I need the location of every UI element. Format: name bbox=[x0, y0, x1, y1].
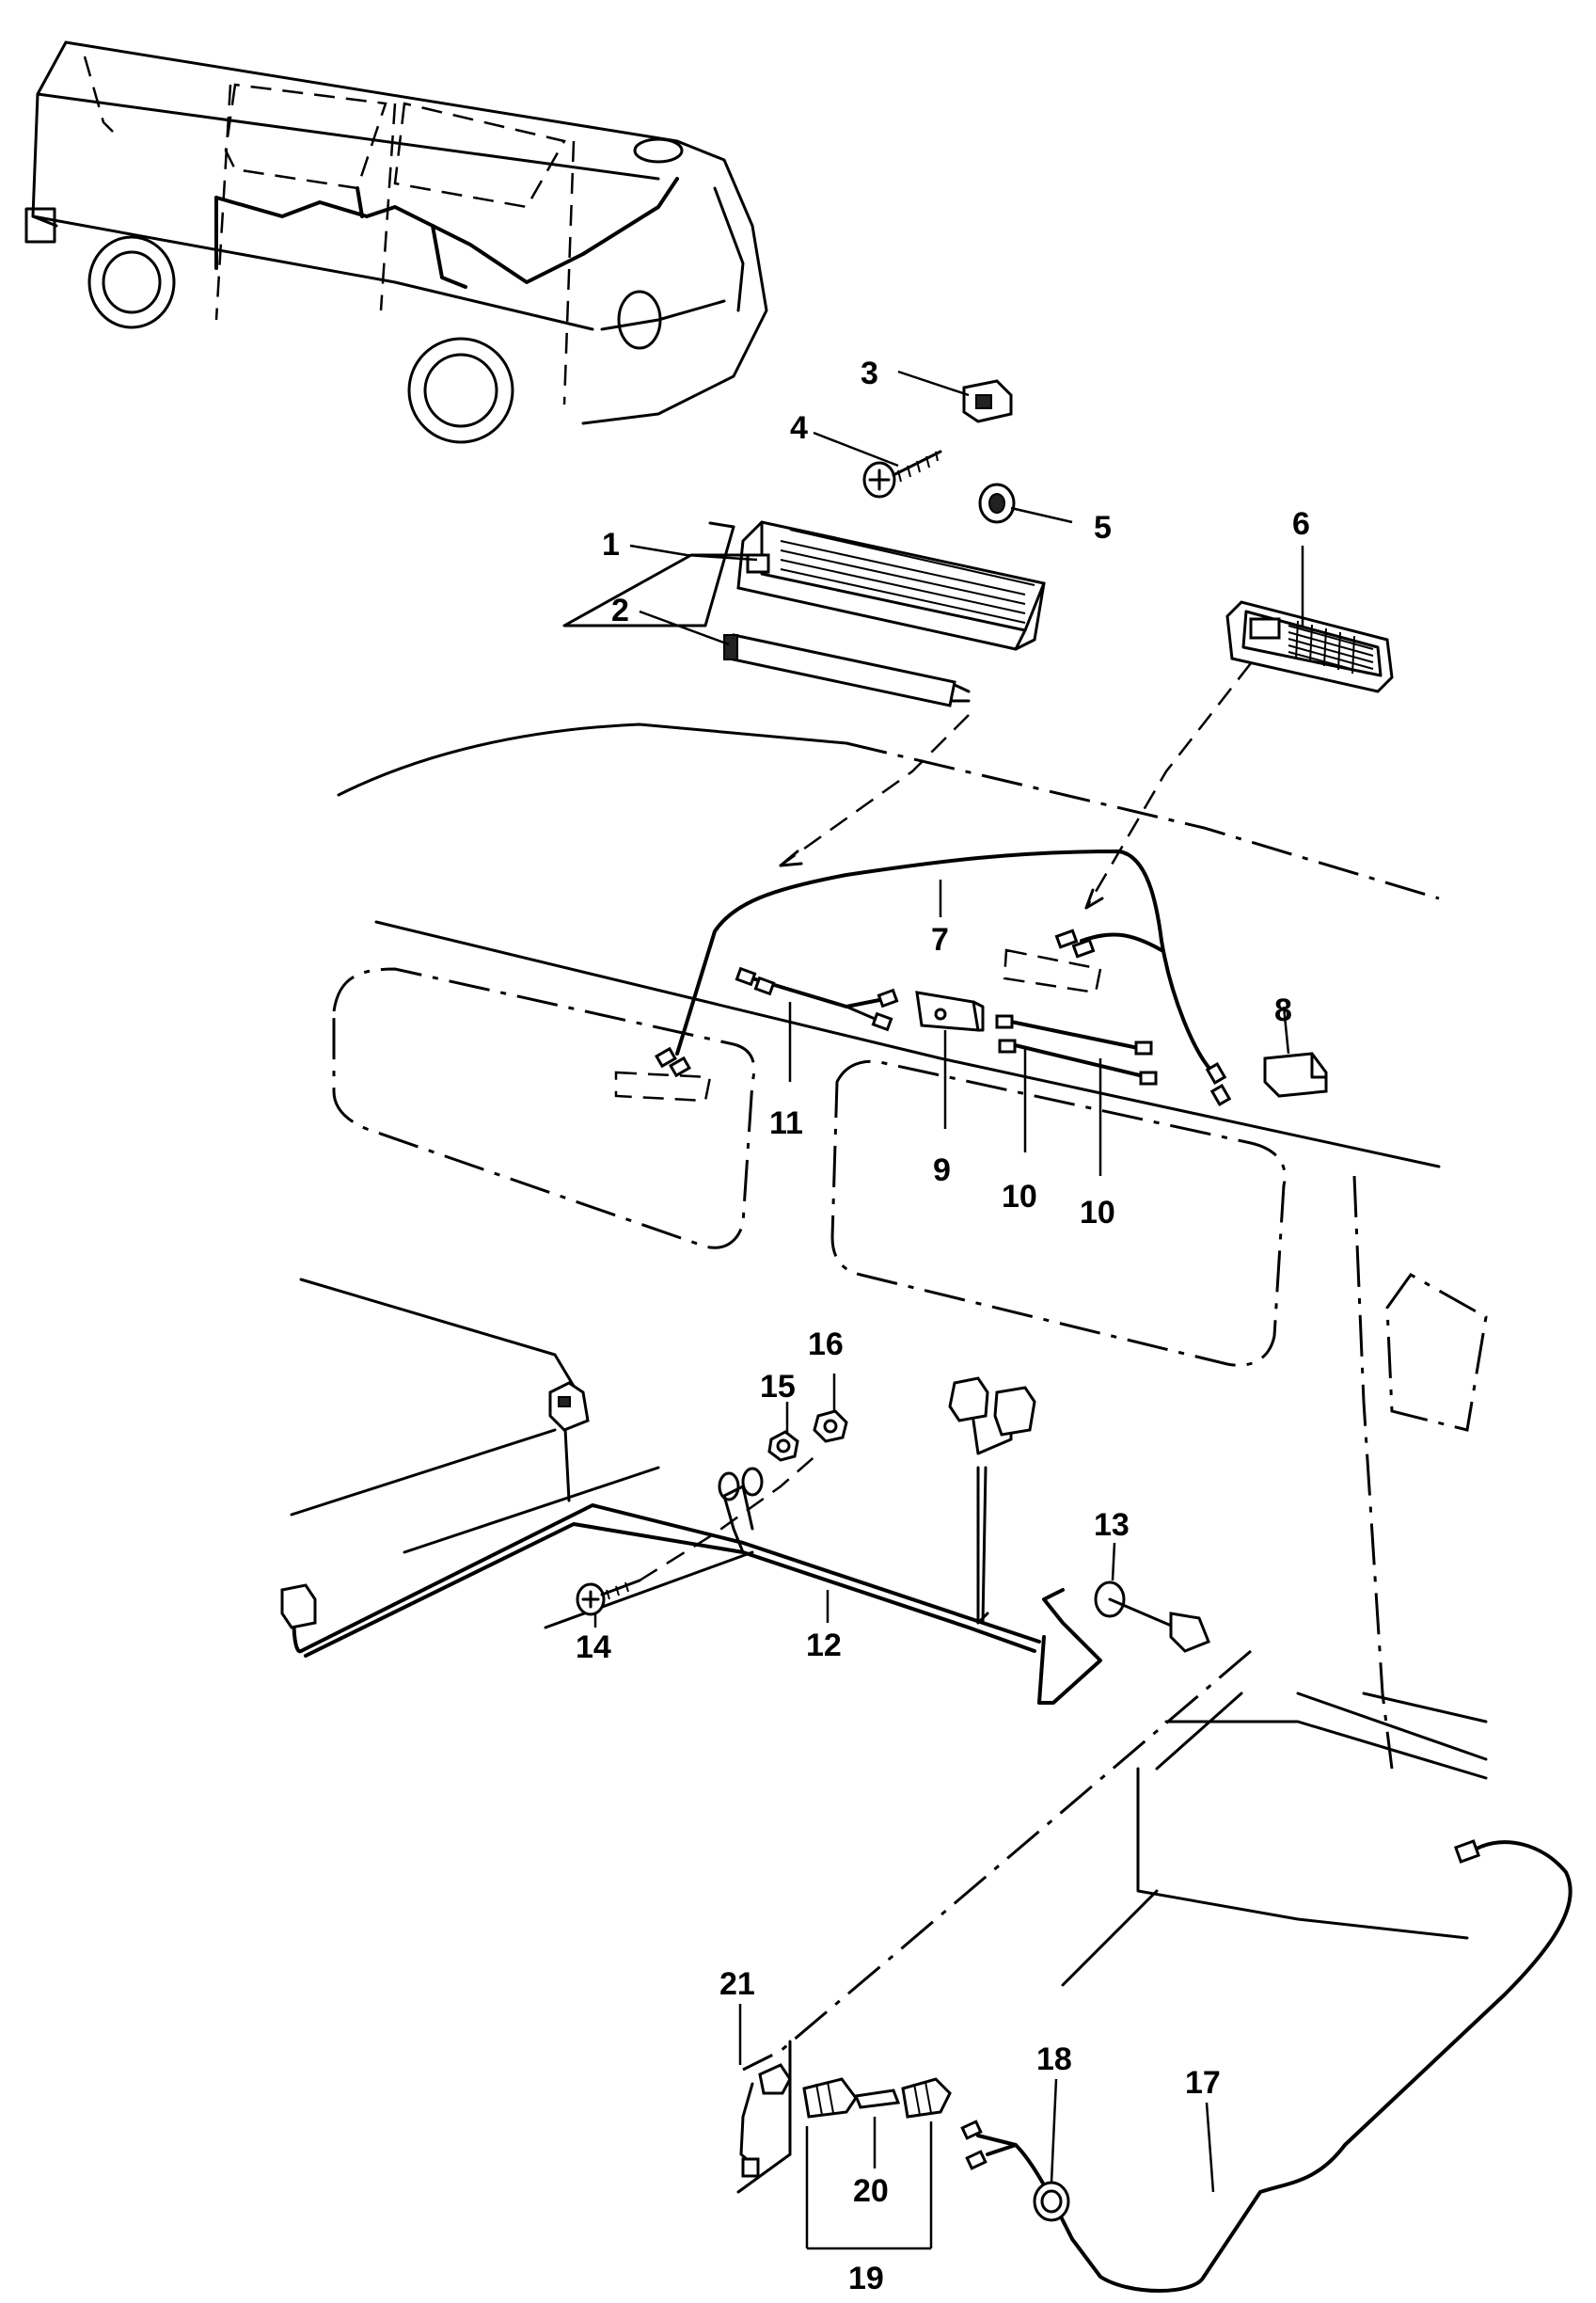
part-7-roof-harness bbox=[614, 850, 1232, 1106]
callout-11: 11 bbox=[769, 1105, 803, 1141]
callout-19: 19 bbox=[848, 2261, 884, 2296]
callout-10a: 10 bbox=[1002, 1179, 1037, 1215]
callout-5: 5 bbox=[1094, 510, 1112, 546]
part-19-fuse-holder bbox=[802, 2077, 952, 2250]
callout-labels: 3 4 5 6 1 2 7 8 11 9 10 10 16 15 13 14 1… bbox=[576, 356, 1310, 2296]
callout-17: 17 bbox=[1185, 2065, 1221, 2101]
part-17-rear-harness bbox=[960, 1839, 1572, 2293]
part-12-harness bbox=[280, 1376, 1102, 1705]
callout-1: 1 bbox=[602, 527, 620, 563]
callout-14: 14 bbox=[576, 1629, 611, 1665]
rear-compartment-outline bbox=[736, 1649, 1488, 2194]
vehicle-overview-drawing bbox=[24, 40, 768, 444]
callout-12: 12 bbox=[806, 1628, 842, 1663]
callout-21: 21 bbox=[719, 1966, 755, 2002]
part-5-grommet bbox=[978, 483, 1016, 524]
callout-6: 6 bbox=[1292, 506, 1310, 542]
callout-18: 18 bbox=[1036, 2041, 1072, 2077]
callout-7: 7 bbox=[931, 922, 949, 958]
callout-16: 16 bbox=[808, 1326, 844, 1362]
callout-3: 3 bbox=[861, 356, 878, 391]
roof-outline bbox=[290, 723, 1488, 1770]
callout-15: 15 bbox=[760, 1369, 796, 1405]
part-10-wires bbox=[995, 1014, 1158, 1086]
part-9-switch bbox=[915, 991, 985, 1032]
part-13-grommet bbox=[1094, 1580, 1210, 1653]
part-4-screw bbox=[862, 450, 942, 499]
callout-20: 20 bbox=[853, 2173, 889, 2209]
part-6-side-light bbox=[1225, 600, 1394, 693]
part-21-lamp-socket bbox=[739, 2063, 792, 2178]
callout-2: 2 bbox=[611, 593, 629, 628]
part-11-wire bbox=[735, 966, 899, 1032]
part-3-clip bbox=[962, 379, 1013, 423]
part-2-fluorescent-tube bbox=[723, 633, 971, 707]
part-14-screw bbox=[576, 1579, 641, 1616]
callout-10b: 10 bbox=[1080, 1195, 1115, 1231]
part-1-light-housing bbox=[736, 520, 1046, 651]
callout-9: 9 bbox=[933, 1152, 951, 1188]
callout-13: 13 bbox=[1094, 1507, 1130, 1543]
part-15-washer bbox=[767, 1430, 799, 1462]
callout-leaders bbox=[593, 370, 1304, 2193]
part-18-grommet bbox=[1033, 2181, 1070, 2222]
part-8-connector bbox=[1263, 1052, 1328, 1098]
callout-4: 4 bbox=[790, 410, 808, 446]
part-16-nut bbox=[813, 1409, 848, 1443]
part-20-fuse bbox=[853, 2089, 901, 2168]
callout-8: 8 bbox=[1274, 993, 1292, 1028]
